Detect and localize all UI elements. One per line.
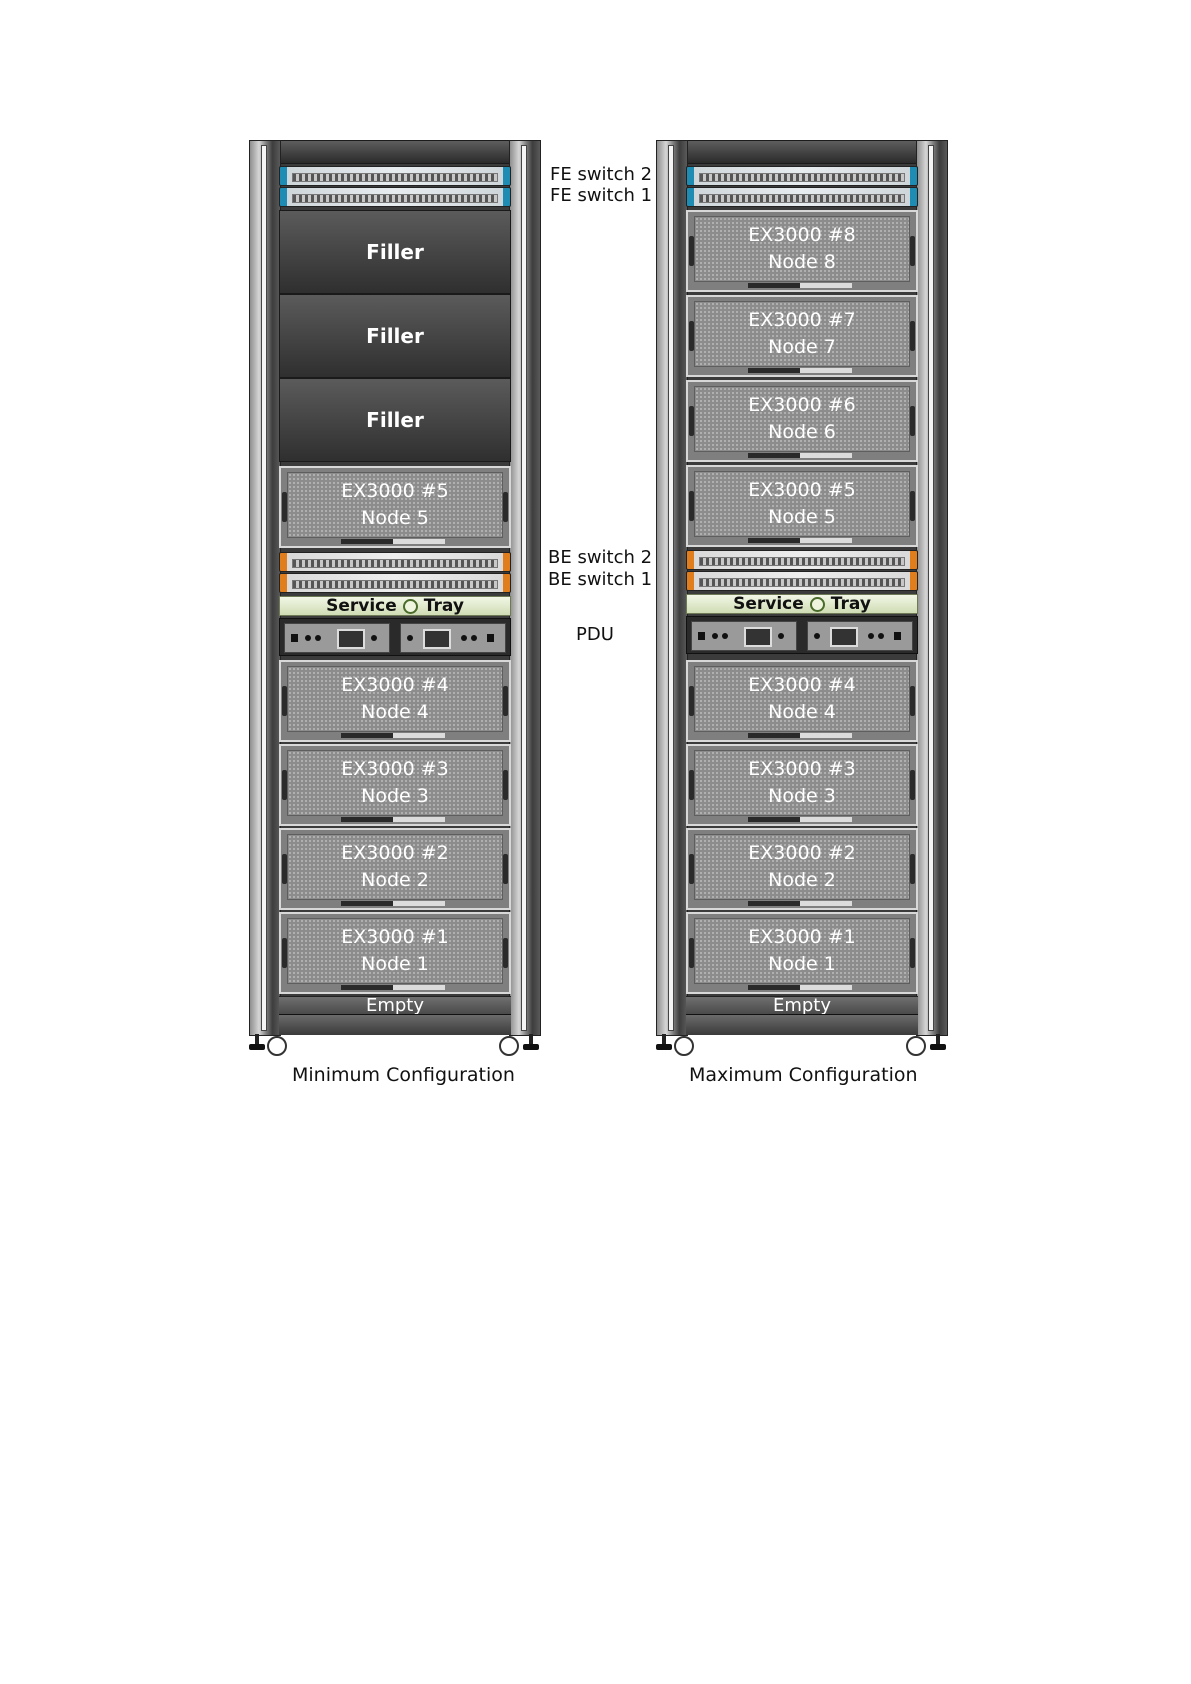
rack-foot	[930, 1034, 946, 1052]
service-tray: Service Tray	[279, 596, 511, 616]
rack-maximum: EX3000 #8 Node 8 EX3000 #7 Node 7 EX3000…	[656, 140, 948, 1056]
rack-foot	[249, 1034, 265, 1052]
fe-switch-1	[279, 187, 511, 207]
tray-circle-icon	[809, 596, 825, 612]
storage-node-1: EX3000 #1 Node 1	[279, 912, 511, 994]
filler-panel: Filler	[279, 210, 511, 294]
fe-switch-2	[279, 166, 511, 186]
node-model-label: EX3000 #4	[748, 674, 856, 696]
rack-post-left	[249, 140, 281, 1036]
node-model-label: EX3000 #3	[748, 758, 856, 780]
node-number-label: Node 6	[768, 421, 836, 443]
be-switch-1	[279, 573, 511, 593]
filler-panel: Filler	[279, 378, 511, 462]
tray-label: Tray	[830, 594, 871, 614]
node-model-label: EX3000 #4	[341, 674, 449, 696]
pdu-label: PDU	[576, 624, 614, 645]
node-model-label: EX3000 #1	[748, 926, 856, 948]
node-number-label: Node 1	[361, 953, 429, 975]
caster-wheel	[267, 1036, 287, 1056]
service-tray-label: Service	[326, 596, 397, 616]
rack-post-right	[509, 140, 541, 1036]
storage-node-5: EX3000 #5 Node 5	[686, 465, 918, 547]
fe-switch-1	[686, 187, 918, 207]
storage-node-7: EX3000 #7 Node 7	[686, 295, 918, 377]
be-switch-1	[686, 571, 918, 591]
rack-post-left	[656, 140, 688, 1036]
storage-node-3: EX3000 #3 Node 3	[279, 744, 511, 826]
pdu	[686, 616, 918, 654]
node-number-label: Node 5	[361, 507, 429, 529]
node-number-label: Node 2	[768, 869, 836, 891]
caster-wheel	[499, 1036, 519, 1056]
empty-slot: Empty	[686, 995, 918, 1016]
storage-node-1: EX3000 #1 Node 1	[686, 912, 918, 994]
node-model-label: EX3000 #8	[748, 224, 856, 246]
maximum-configuration-caption: Maximum Configuration	[689, 1064, 918, 1086]
be-switch-2	[686, 550, 918, 570]
fe-switch-2-label: FE switch 2	[550, 164, 653, 185]
node-number-label: Node 8	[768, 251, 836, 273]
node-model-label: EX3000 #3	[341, 758, 449, 780]
storage-node-5: EX3000 #5 Node 5	[279, 466, 511, 548]
rack-minimum: Filler Filler Filler EX3000 #5 Node 5 Se…	[249, 140, 541, 1056]
minimum-configuration-caption: Minimum Configuration	[292, 1064, 515, 1086]
rack-base	[279, 1014, 511, 1035]
storage-node-2: EX3000 #2 Node 2	[279, 828, 511, 910]
node-number-label: Node 3	[768, 785, 836, 807]
node-model-label: EX3000 #7	[748, 309, 856, 331]
fe-switch-1-label: FE switch 1	[550, 185, 653, 206]
rack-top	[249, 140, 541, 164]
filler-panel: Filler	[279, 294, 511, 378]
fe-switch-2	[686, 166, 918, 186]
node-number-label: Node 4	[361, 701, 429, 723]
node-model-label: EX3000 #5	[341, 480, 449, 502]
node-number-label: Node 5	[768, 506, 836, 528]
node-model-label: EX3000 #6	[748, 394, 856, 416]
node-number-label: Node 7	[768, 336, 836, 358]
service-tray-label: Service	[733, 594, 804, 614]
pdu	[279, 618, 511, 656]
node-number-label: Node 1	[768, 953, 836, 975]
service-tray: Service Tray	[686, 594, 918, 614]
rack-top	[656, 140, 948, 164]
node-number-label: Node 4	[768, 701, 836, 723]
storage-node-8: EX3000 #8 Node 8	[686, 210, 918, 292]
tray-label: Tray	[423, 596, 464, 616]
node-number-label: Node 2	[361, 869, 429, 891]
be-switch-2-label: BE switch 2	[548, 547, 653, 568]
be-switch-2	[279, 552, 511, 572]
storage-node-4: EX3000 #4 Node 4	[279, 660, 511, 742]
rack-foot	[523, 1034, 539, 1052]
be-switch-1-label: BE switch 1	[548, 569, 653, 590]
empty-slot: Empty	[279, 995, 511, 1016]
rack-base	[686, 1014, 918, 1035]
tray-circle-icon	[402, 598, 418, 614]
rack-post-right	[916, 140, 948, 1036]
node-model-label: EX3000 #5	[748, 479, 856, 501]
node-model-label: EX3000 #2	[341, 842, 449, 864]
node-number-label: Node 3	[361, 785, 429, 807]
rack-foot	[656, 1034, 672, 1052]
caster-wheel	[674, 1036, 694, 1056]
node-model-label: EX3000 #2	[748, 842, 856, 864]
storage-node-4: EX3000 #4 Node 4	[686, 660, 918, 742]
node-model-label: EX3000 #1	[341, 926, 449, 948]
storage-node-6: EX3000 #6 Node 6	[686, 380, 918, 462]
storage-node-2: EX3000 #2 Node 2	[686, 828, 918, 910]
caster-wheel	[906, 1036, 926, 1056]
storage-node-3: EX3000 #3 Node 3	[686, 744, 918, 826]
